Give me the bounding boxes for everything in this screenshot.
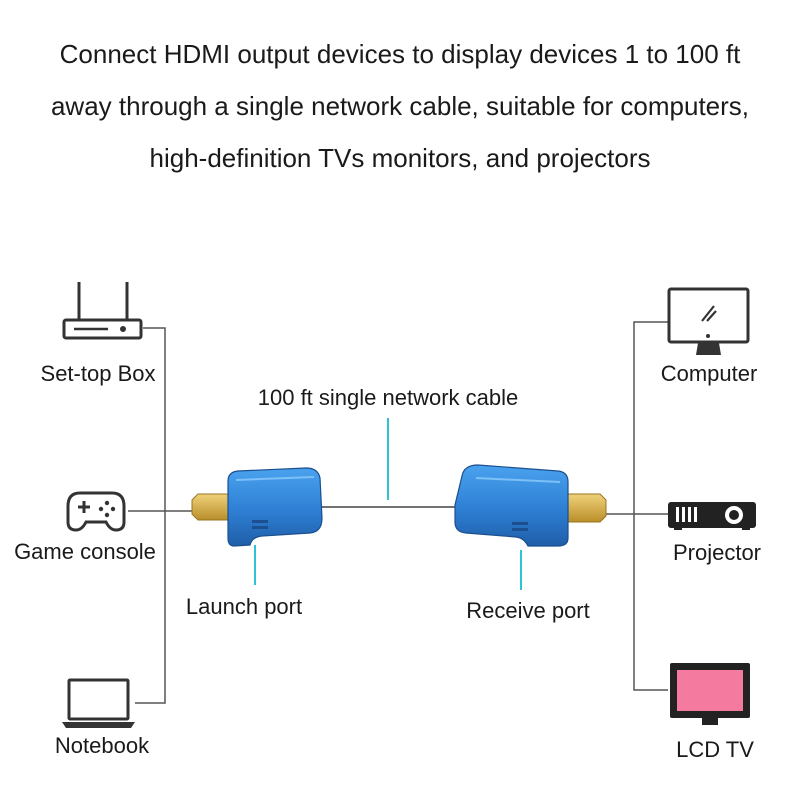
gamepad-icon xyxy=(66,491,126,532)
computer-label: Computer xyxy=(660,361,758,386)
headline-line-1: Connect HDMI output devices to display d… xyxy=(59,39,741,69)
game-console-label: Game console xyxy=(14,539,156,564)
monitor-icon xyxy=(667,287,750,355)
set-top-box-label: Set-top Box xyxy=(40,361,156,386)
laptop-icon xyxy=(62,678,135,728)
headline-line-3: high-definition TVs monitors, and projec… xyxy=(149,143,651,173)
projector-label: Projector xyxy=(672,540,762,565)
launch-port-label: Launch port xyxy=(185,594,303,619)
cable-label: 100 ft single network cable xyxy=(257,385,519,410)
source-bracket xyxy=(128,327,200,704)
headline-line-2: away through a single network cable, sui… xyxy=(50,91,750,121)
headline: Connect HDMI output devices to display d… xyxy=(0,28,800,184)
tv-icon xyxy=(670,663,750,725)
router-icon xyxy=(62,282,143,340)
notebook-label: Notebook xyxy=(54,733,150,758)
receive-port-label: Receive port xyxy=(466,598,590,623)
lcd-tv-label: LCD TV xyxy=(676,737,754,762)
receive-extender xyxy=(454,464,607,547)
launch-extender xyxy=(191,467,323,547)
projector-icon xyxy=(668,502,756,530)
